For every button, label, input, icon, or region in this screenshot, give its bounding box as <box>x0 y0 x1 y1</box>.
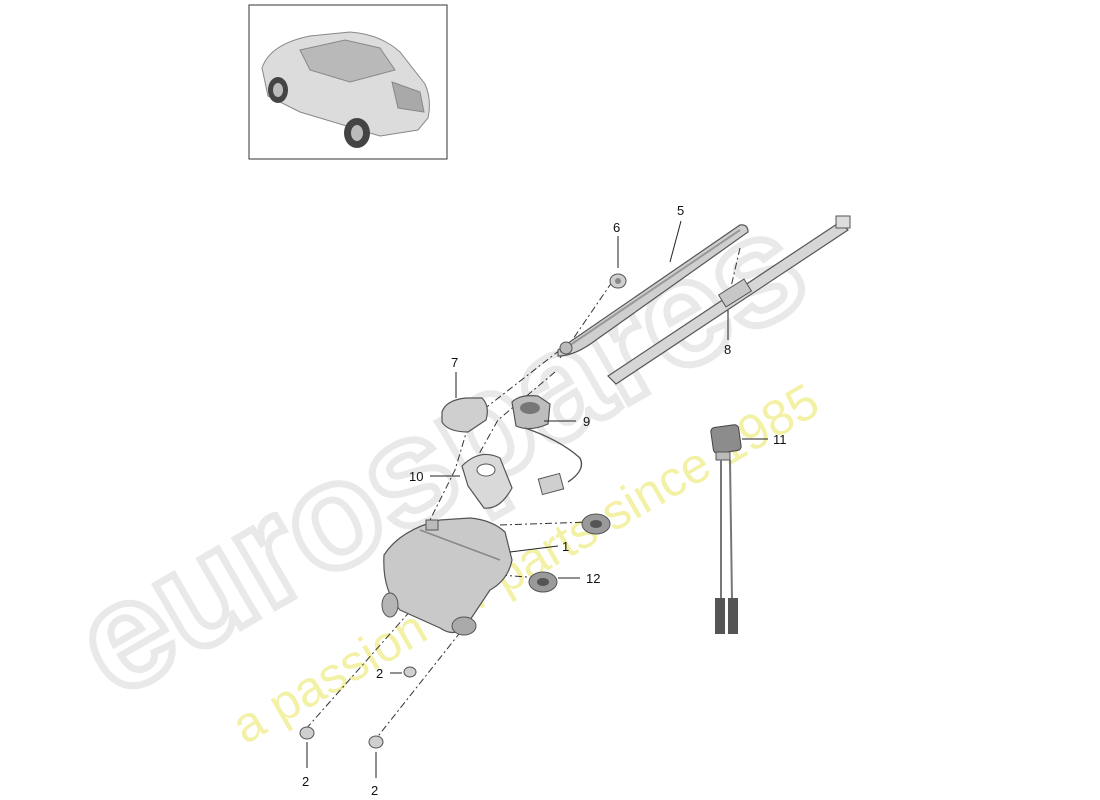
callout-8: 8 <box>724 342 731 357</box>
sensor-part <box>710 424 742 634</box>
callout-10: 10 <box>409 469 423 484</box>
wiper-blade-part <box>607 215 851 385</box>
nut-part <box>609 273 627 289</box>
wiper-motor-part <box>381 517 513 636</box>
callout-7: 7 <box>451 355 458 370</box>
wiper-arm-part <box>557 224 749 357</box>
callout-11: 11 <box>773 432 787 447</box>
watermark: eurospares a passion for parts since 198… <box>44 174 835 754</box>
car-illustration <box>261 31 430 148</box>
callout-5: 5 <box>677 203 684 218</box>
seal-part <box>511 395 583 496</box>
assembly-lines <box>304 247 741 741</box>
vehicle-thumbnail <box>248 4 448 160</box>
callout-1: 1 <box>562 539 569 554</box>
callout-6: 6 <box>613 220 620 235</box>
nut-small-parts <box>299 666 417 749</box>
callout-2-left: 2 <box>302 774 309 789</box>
cap-part <box>441 397 488 433</box>
callout-2-right: 2 <box>371 783 378 798</box>
callout-labels: 6 5 7 8 9 10 11 1 12 2 2 2 <box>302 203 787 798</box>
callout-9: 9 <box>583 414 590 429</box>
callout-2-upper: 2 <box>376 666 383 681</box>
gasket-part <box>461 453 513 509</box>
callout-12: 12 <box>586 571 600 586</box>
leader-lines <box>306 220 768 778</box>
grommet-part <box>528 513 611 593</box>
